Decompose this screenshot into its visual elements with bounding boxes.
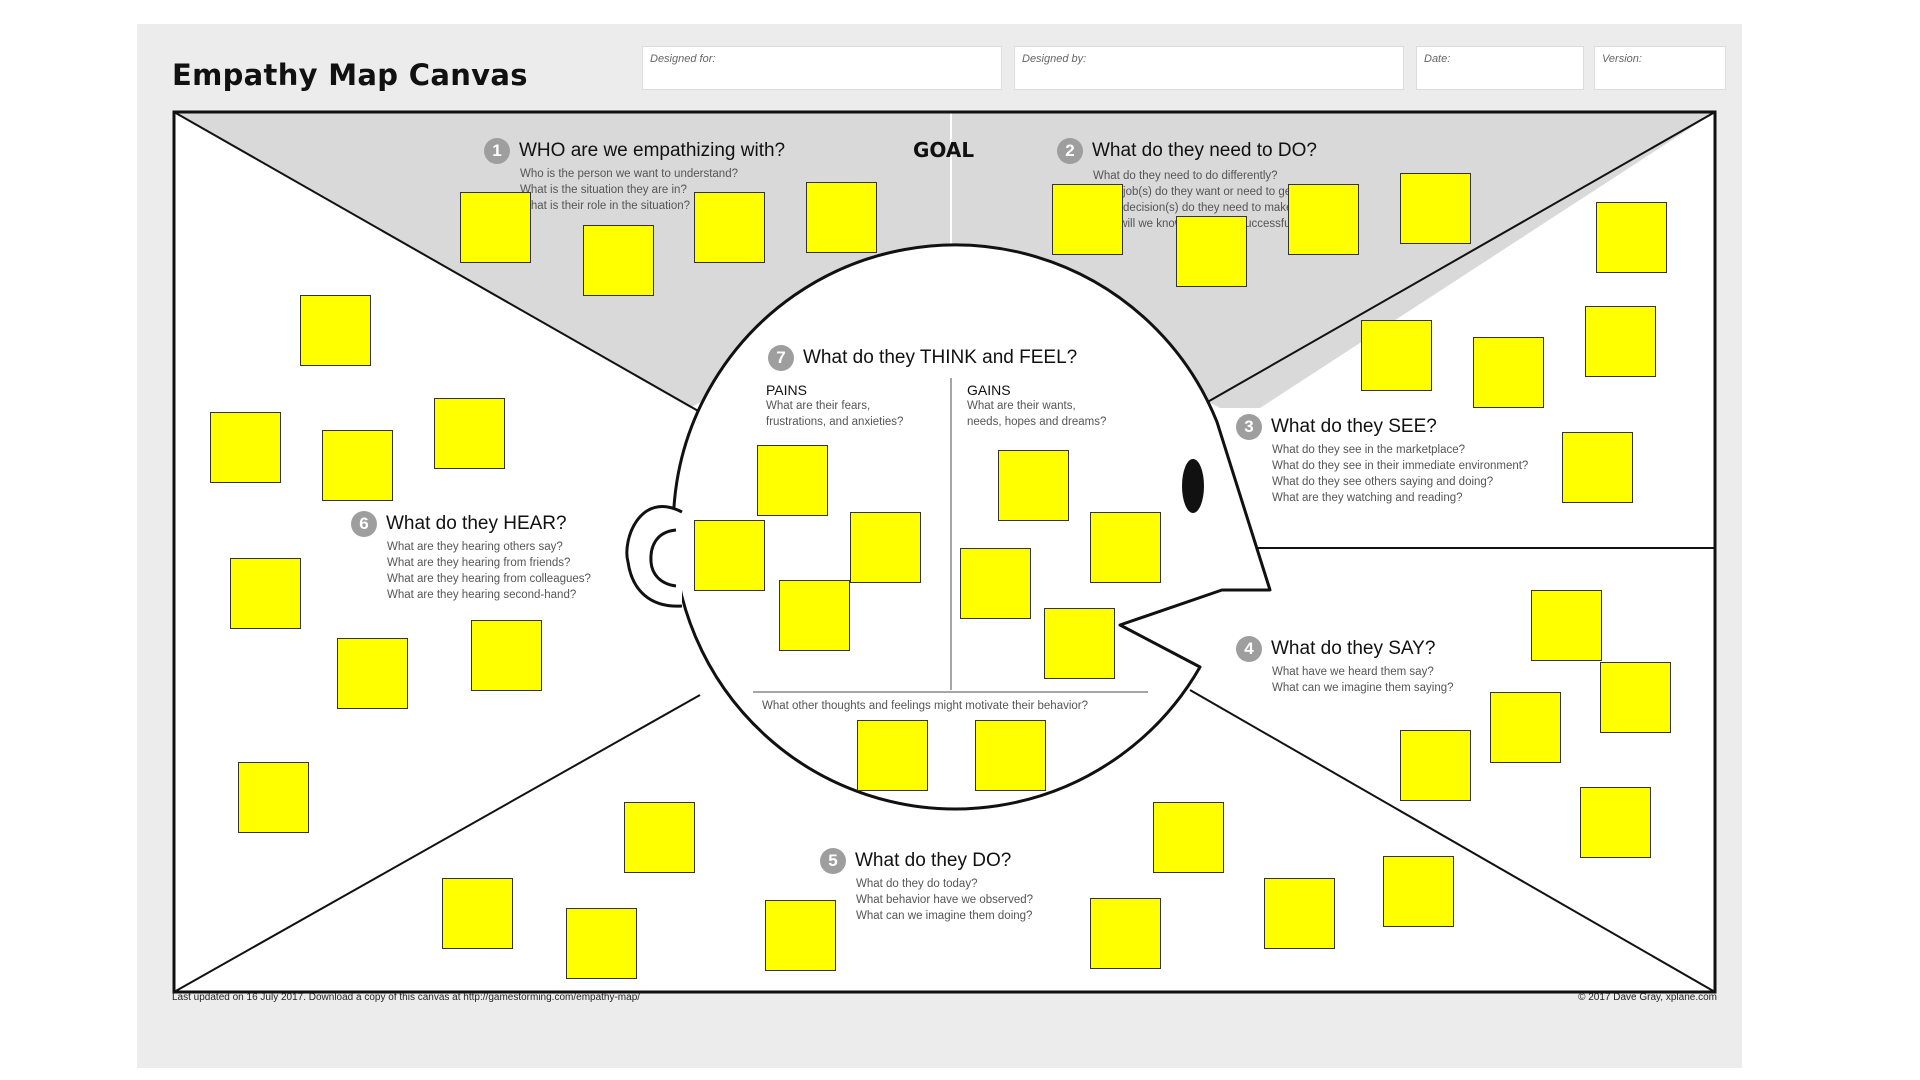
version-field[interactable]: Version: — [1594, 46, 1726, 90]
sticky-note[interactable] — [960, 548, 1031, 619]
date-field[interactable]: Date: — [1416, 46, 1584, 90]
sticky-note[interactable] — [1052, 184, 1123, 255]
sticky-note[interactable] — [1361, 320, 1432, 391]
sticky-note[interactable] — [1090, 898, 1161, 969]
badge-6: 6 — [351, 511, 377, 537]
sticky-note[interactable] — [322, 430, 393, 501]
say-title: What do they SAY? — [1271, 638, 1436, 660]
page-title: Empathy Map Canvas — [172, 58, 528, 92]
sticky-note[interactable] — [1585, 306, 1656, 377]
sticky-note[interactable] — [1090, 512, 1161, 583]
divider-top-right — [1189, 111, 1716, 413]
sticky-note[interactable] — [1580, 787, 1651, 858]
do-title: What do they DO? — [855, 850, 1012, 872]
sticky-note[interactable] — [1288, 184, 1359, 255]
badge-2: 2 — [1057, 138, 1083, 164]
badge-5: 5 — [820, 848, 846, 874]
sticky-note[interactable] — [1044, 608, 1115, 679]
badge-3: 3 — [1236, 414, 1262, 440]
section-think-feel: 7 What do they THINK and FEEL? — [768, 345, 1077, 371]
sticky-note[interactable] — [806, 182, 877, 253]
sticky-note[interactable] — [566, 908, 637, 979]
footer-right: © 2017 Dave Gray, xplane.com — [1578, 992, 1717, 1003]
sticky-note[interactable] — [1562, 432, 1633, 503]
sticky-note[interactable] — [1400, 173, 1471, 244]
sticky-note[interactable] — [694, 520, 765, 591]
sticky-note[interactable] — [210, 412, 281, 483]
map-frame — [172, 110, 1717, 994]
sticky-note[interactable] — [850, 512, 921, 583]
see-title: What do they SEE? — [1271, 416, 1437, 438]
sticky-note[interactable] — [337, 638, 408, 709]
need-to-do-title: What do they need to DO? — [1092, 140, 1317, 162]
sticky-note[interactable] — [434, 398, 505, 469]
sticky-note[interactable] — [1531, 590, 1602, 661]
head-outline — [671, 243, 1272, 811]
think-feel-title: What do they THINK and FEEL? — [803, 347, 1078, 369]
divider-bottom-left — [173, 694, 701, 993]
sticky-note[interactable] — [998, 450, 1069, 521]
sticky-note[interactable] — [471, 620, 542, 691]
sticky-note[interactable] — [460, 192, 531, 263]
sticky-note[interactable] — [975, 720, 1046, 791]
sticky-note[interactable] — [1400, 730, 1471, 801]
sticky-note[interactable] — [300, 295, 371, 366]
sticky-note[interactable] — [1596, 202, 1667, 273]
sticky-note[interactable] — [230, 558, 301, 629]
gains-title: GAINS — [967, 382, 1011, 398]
sticky-note[interactable] — [1176, 216, 1247, 287]
other-thoughts-prompt: What other thoughts and feelings might m… — [762, 700, 1089, 712]
sticky-note[interactable] — [694, 192, 765, 263]
sticky-note[interactable] — [1490, 692, 1561, 763]
sticky-note[interactable] — [583, 225, 654, 296]
sticky-note[interactable] — [765, 900, 836, 971]
hear-title: What do they HEAR? — [386, 513, 567, 535]
sticky-note[interactable] — [238, 762, 309, 833]
badge-4: 4 — [1236, 636, 1262, 662]
ear-inner — [649, 528, 677, 588]
sticky-note[interactable] — [1264, 878, 1335, 949]
pains-block: PAINS What are their fears, frustrations… — [766, 382, 904, 428]
sticky-note[interactable] — [1153, 802, 1224, 873]
sticky-note[interactable] — [1473, 337, 1544, 408]
who-title: WHO are we empathizing with? — [519, 140, 786, 162]
divider-bottom-right — [1189, 689, 1716, 993]
sticky-note[interactable] — [757, 445, 828, 516]
sticky-note[interactable] — [442, 878, 513, 949]
divider-top-left — [173, 111, 701, 413]
sticky-note[interactable] — [857, 720, 928, 791]
designed-by-field[interactable]: Designed by: — [1014, 46, 1404, 90]
sticky-note[interactable] — [1600, 662, 1671, 733]
sticky-note[interactable] — [779, 580, 850, 651]
gains-block: GAINS What are their wants, needs, hopes… — [967, 382, 1107, 428]
badge-7: 7 — [768, 345, 794, 371]
pains-title: PAINS — [766, 382, 807, 398]
footer-left: Last updated on 16 July 2017. Download a… — [172, 992, 641, 1003]
sticky-note[interactable] — [1383, 856, 1454, 927]
badge-1: 1 — [484, 138, 510, 164]
eye — [1182, 459, 1204, 513]
goal-label: GOAL — [913, 138, 975, 162]
designed-for-field[interactable]: Designed for: — [642, 46, 1002, 90]
sticky-note[interactable] — [624, 802, 695, 873]
